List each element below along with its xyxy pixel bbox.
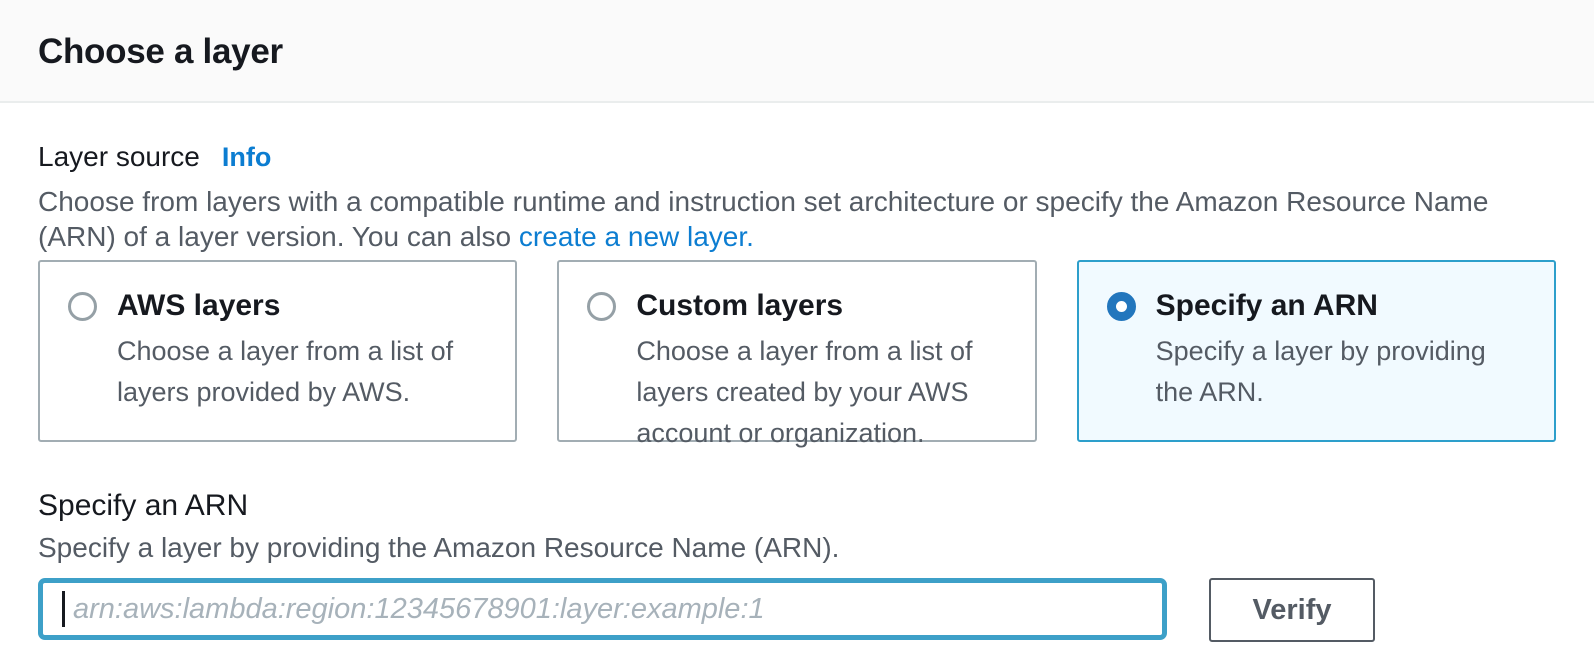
layer-source-field: Layer source Info: [38, 141, 1556, 173]
layer-source-tiles: AWS layers Choose a layer from a list of…: [38, 260, 1556, 448]
radio-unselected-icon[interactable]: [587, 291, 617, 321]
tile-specify-arn-description: Specify a layer by providing the ARN.: [1155, 336, 1486, 407]
tile-aws-layers-head: AWS layers: [68, 287, 487, 325]
specify-arn-description: Specify a layer by providing the Amazon …: [38, 532, 840, 563]
specify-arn-section: Specify an ARN Specify a layer by provid…: [38, 488, 1556, 642]
layer-source-label: Layer source: [38, 141, 200, 172]
tile-specify-arn-head: Specify an ARN: [1106, 287, 1526, 325]
tile-specify-arn[interactable]: Specify an ARN Specify a layer by provid…: [1076, 260, 1556, 442]
radio-unselected-icon[interactable]: [68, 291, 97, 321]
panel-header: Choose a layer: [0, 0, 1594, 103]
tile-specify-arn-title: Specify an ARN: [1155, 289, 1378, 322]
specify-arn-title: Specify an ARN: [38, 489, 249, 522]
tile-custom-layers-head: Custom layers: [587, 287, 1006, 325]
tile-custom-layers[interactable]: Custom layers Choose a layer from a list…: [557, 260, 1037, 448]
page-title: Choose a layer: [38, 32, 283, 71]
arn-input-row: Verify: [38, 578, 1556, 642]
tile-custom-layers-title: Custom layers: [636, 289, 844, 322]
tile-custom-layers-description: Choose a layer from a list of layers cre…: [636, 336, 973, 448]
radio-selected-icon[interactable]: [1106, 291, 1136, 321]
create-new-layer-link[interactable]: create a new layer.: [518, 221, 754, 252]
arn-input-wrap: [38, 578, 1167, 640]
info-link[interactable]: Info: [221, 142, 272, 172]
text-cursor-caret: [62, 591, 65, 627]
tile-aws-layers-description: Choose a layer from a list of layers pro…: [117, 336, 454, 407]
tile-aws-layers-title: AWS layers: [117, 289, 281, 322]
tile-aws-layers[interactable]: AWS layers Choose a layer from a list of…: [38, 260, 518, 442]
layer-source-description-text: Choose from layers with a compatible run…: [38, 186, 1489, 252]
layer-source-description: Choose from layers with a compatible run…: [38, 184, 1556, 254]
verify-button[interactable]: Verify: [1209, 578, 1375, 642]
panel-content: Layer source Info Choose from layers wit…: [0, 103, 1594, 642]
arn-input[interactable]: [38, 578, 1167, 640]
